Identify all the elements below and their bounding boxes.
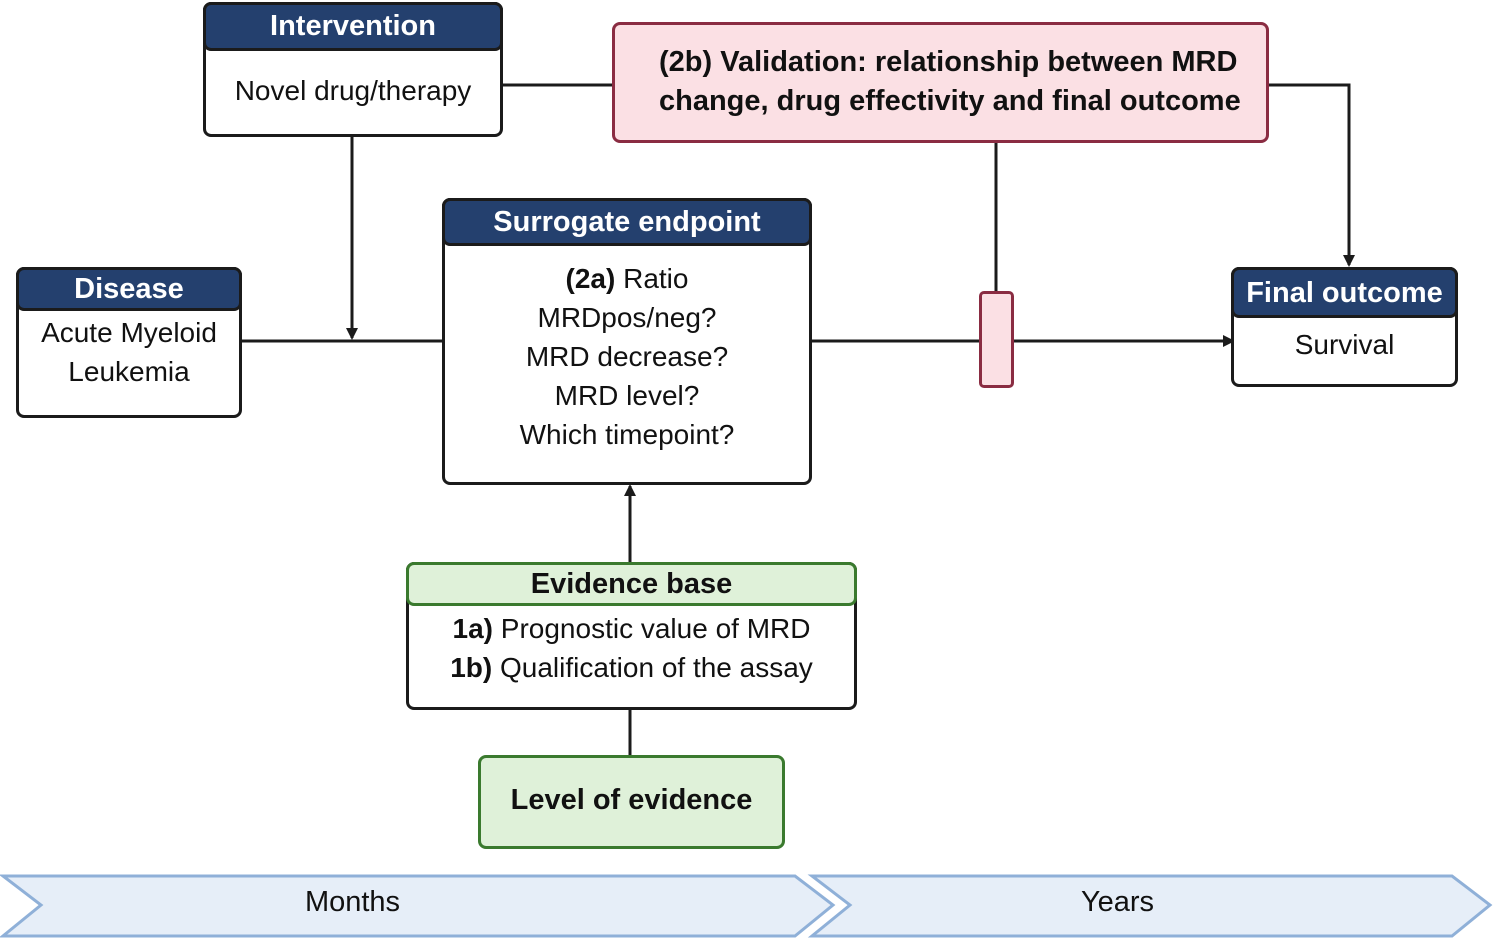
surrogate-2a-label: (2a) — [565, 263, 616, 294]
years-label: Years — [1080, 886, 1155, 918]
months-chevron — [0, 874, 836, 938]
surrogate-ratio-line: (2a) Ratio — [445, 259, 809, 298]
level-of-evidence-label: Level of evidence — [510, 784, 753, 816]
validation-line-1: (2b) Validation: relationship between MR… — [659, 46, 1238, 78]
disease-header-label: Disease — [74, 273, 184, 305]
surrogate-item: MRD level? — [554, 380, 700, 411]
final-outcome-header-label: Final outcome — [1246, 277, 1443, 309]
evidence-base-header: Evidence base — [406, 562, 857, 606]
surrogate-header: Surrogate endpoint — [442, 198, 812, 246]
evidence-item-1-text: Prognostic value of MRD — [493, 613, 811, 644]
final-outcome-header: Final outcome — [1231, 267, 1458, 318]
surrogate-header-label: Surrogate endpoint — [493, 206, 761, 238]
evidence-item-2-text: Qualification of the assay — [492, 652, 813, 683]
validation-line-2: change, drug effectivity and final outco… — [659, 85, 1241, 117]
evidence-item-1: 1a) Prognostic value of MRD — [409, 609, 854, 648]
disease-header: Disease — [16, 267, 242, 311]
validation-marker — [979, 291, 1014, 388]
intervention-body: Novel drug/therapy — [234, 75, 472, 106]
intervention-header: Intervention — [203, 2, 503, 51]
years-chevron — [807, 874, 1493, 938]
evidence-item-2-label: 1b) — [450, 652, 493, 683]
validation-text: (2b) Validation: relationship between MR… — [659, 43, 1241, 121]
months-label: Months — [304, 886, 401, 918]
evidence-item-2: 1b) Qualification of the assay — [409, 648, 854, 687]
surrogate-item: MRD decrease? — [525, 341, 729, 372]
evidence-base-body: 1a) Prognostic value of MRD 1b) Qualific… — [409, 609, 854, 687]
disease-line-1: Acute Myeloid — [41, 317, 217, 348]
evidence-base-header-label: Evidence base — [530, 568, 733, 600]
level-of-evidence-box: Level of evidence — [478, 755, 785, 849]
surrogate-ratio-text: Ratio — [615, 263, 689, 294]
disease-body: Acute Myeloid Leukemia — [19, 313, 239, 391]
surrogate-body: (2a) Ratio MRDpos/neg? MRD decrease? MRD… — [445, 259, 809, 454]
evidence-item-1-label: 1a) — [452, 613, 493, 644]
validation-box: (2b) Validation: relationship between MR… — [612, 22, 1269, 143]
surrogate-item: MRDpos/neg? — [537, 302, 717, 333]
validation-to-outcome-arrow — [1268, 83, 1355, 267]
disease-line-2: Leukemia — [68, 356, 190, 387]
final-outcome-body: Survival — [1294, 329, 1395, 360]
surrogate-item: Which timepoint? — [519, 419, 735, 450]
intervention-header-label: Intervention — [270, 10, 436, 42]
